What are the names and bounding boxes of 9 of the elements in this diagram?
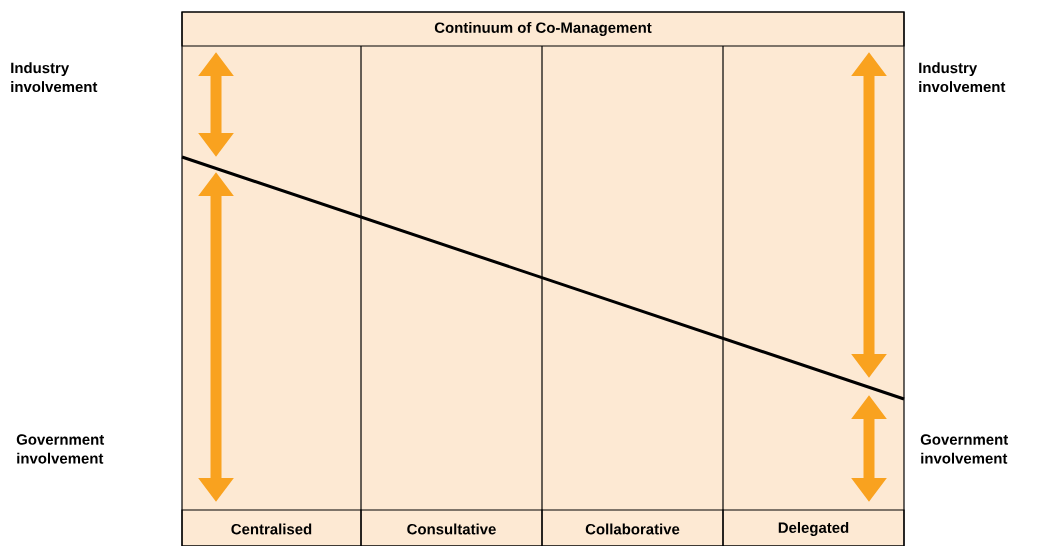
side-label: Government involvement — [16, 434, 105, 464]
column-header: Collaborative — [541, 509, 724, 546]
column-header: Centralised — [181, 509, 362, 546]
column-header: Consultative — [360, 509, 543, 546]
side-label: Government involvement — [920, 434, 1009, 464]
side-label: Industry involvement — [919, 62, 1006, 93]
title-band: Continuum of Co-Management — [181, 11, 905, 47]
side-label: Industry involvement — [11, 62, 98, 93]
column-header: Delegated — [722, 509, 905, 546]
